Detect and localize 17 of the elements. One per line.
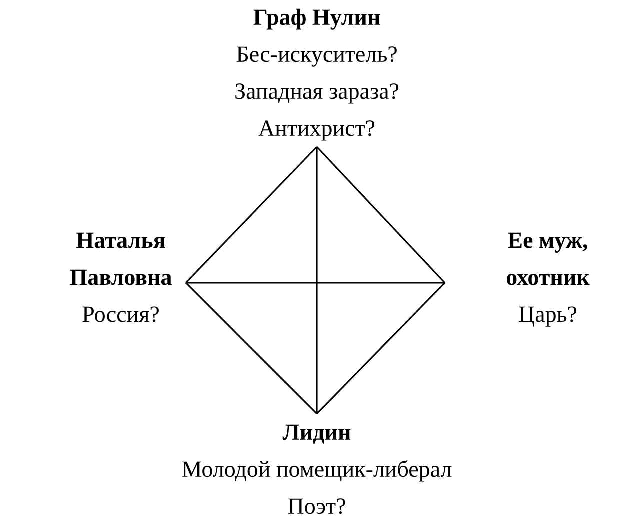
character-name: Граф Нулин (254, 8, 380, 30)
annotation-text: Молодой помещик-либерал (182, 460, 452, 482)
annotation-text: Западная зараза? (236, 84, 399, 104)
character-name: Ее муж, охотник (506, 232, 590, 286)
annotation-text: Антихрист? (258, 120, 375, 141)
character-name: Наталья Павловна (70, 232, 172, 286)
annotation-text: Бес-искуситель? (236, 46, 397, 67)
line (185, 282, 318, 415)
annotation-text: Россия? (82, 306, 159, 322)
line (316, 147, 318, 414)
line (186, 282, 445, 284)
line (316, 282, 446, 415)
line (185, 146, 318, 284)
line (316, 146, 446, 284)
annotation-text: Поэт? (288, 498, 346, 514)
character-name: Лидин (282, 424, 351, 444)
annotation-text: Царь? (519, 306, 577, 327)
